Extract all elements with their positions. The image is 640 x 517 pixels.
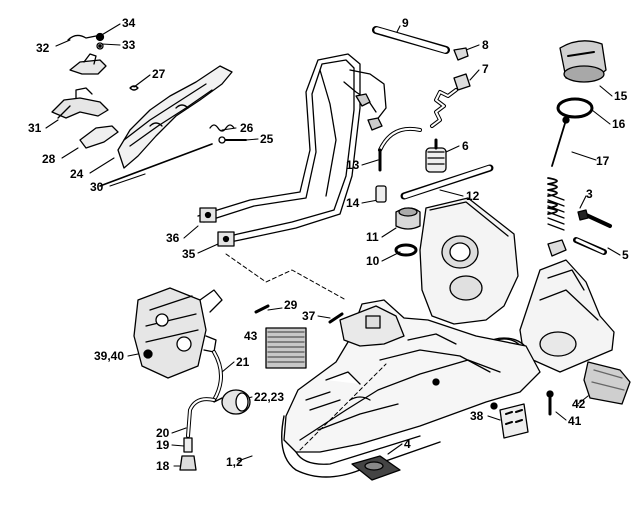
callout-27: 27: [152, 67, 166, 81]
callout-12: 12: [466, 189, 480, 203]
callout-39-40: 39,40: [94, 349, 125, 363]
callout-33: 33: [122, 38, 136, 52]
callout-1-2: 1,2: [226, 455, 243, 469]
callout-9: 9: [402, 16, 409, 30]
callout-29: 29: [284, 298, 298, 312]
tank-cap-parts: [552, 41, 606, 166]
callout-17: 17: [596, 154, 610, 168]
callout-43: 43: [244, 329, 258, 343]
callout-42: 42: [572, 397, 586, 411]
throttle-trigger-parts: [52, 34, 246, 187]
callout-10: 10: [366, 254, 380, 268]
callout-8: 8: [482, 38, 489, 52]
pins: [256, 306, 342, 322]
callout-37: 37: [302, 309, 316, 323]
callout-13: 13: [346, 158, 360, 172]
callout-15: 15: [614, 89, 628, 103]
carburetor: [134, 288, 222, 378]
callout-3: 3: [586, 187, 593, 201]
callout-25: 25: [260, 132, 274, 146]
av-spring-parts: [546, 178, 610, 256]
callout-7: 7: [482, 62, 489, 76]
callout-26: 26: [240, 121, 254, 135]
callout-31: 31: [28, 121, 42, 135]
callout-34: 34: [122, 16, 136, 30]
oil-cap-parts: [396, 208, 420, 255]
label-plate: [500, 404, 528, 438]
callout-11: 11: [366, 230, 379, 244]
callout-22-23: 22,23: [254, 390, 285, 404]
callout-16: 16: [612, 117, 626, 131]
handlebar-frame: [198, 54, 386, 246]
callout-14: 14: [346, 196, 360, 210]
callout-41: 41: [568, 414, 582, 428]
callout-19: 19: [156, 438, 170, 452]
callout-38: 38: [470, 409, 484, 423]
callout-36: 36: [166, 231, 180, 245]
callout-28: 28: [42, 152, 56, 166]
callout-30: 30: [90, 180, 104, 194]
fuel-line-parts: [376, 30, 490, 202]
filter-plate: [266, 328, 306, 368]
callout-35: 35: [182, 247, 196, 261]
side-cover-parts: [547, 362, 630, 414]
callout-6: 6: [462, 139, 469, 153]
callout-21: 21: [236, 355, 250, 369]
callout-18: 18: [156, 459, 170, 473]
callout-24: 24: [70, 167, 84, 181]
callout-4: 4: [404, 437, 411, 451]
callout-5: 5: [622, 248, 629, 262]
callout-20: 20: [156, 426, 170, 440]
primer-hose-parts: [180, 352, 250, 470]
assembly-dashed-line: [225, 253, 387, 451]
main-housing: [282, 198, 614, 477]
callout-32: 32: [36, 41, 50, 55]
rubber-foot: [352, 456, 400, 480]
